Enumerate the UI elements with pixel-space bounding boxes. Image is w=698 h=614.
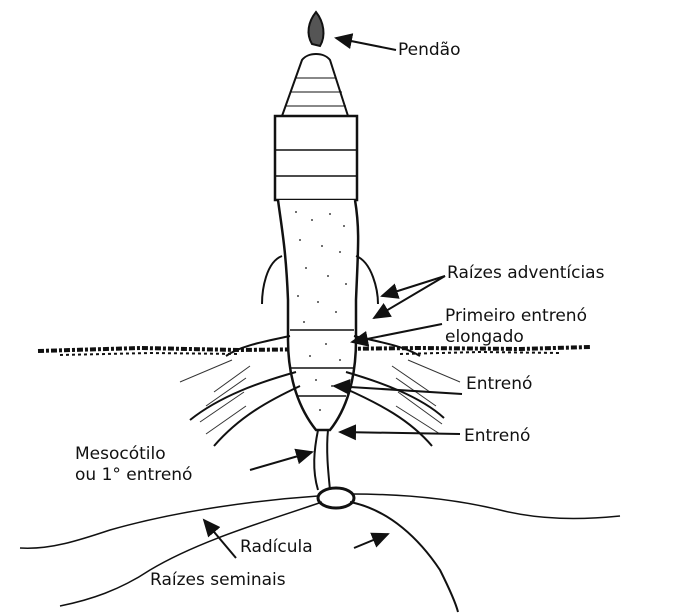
label-tassel: Pendão (398, 41, 461, 60)
label-adventitious-roots: Raízes adventícias (447, 264, 604, 283)
mesocotyl (314, 430, 330, 490)
tassel-shape (282, 12, 348, 116)
label-internode-2: Entrenó (464, 427, 530, 446)
label-mesocotyl-line2: ou 1° entrenó (75, 466, 192, 485)
label-seminal-roots: Raízes seminais (150, 571, 286, 590)
label-internode-1: Entrenó (466, 375, 532, 394)
stalk (275, 116, 358, 430)
label-radicle: Radícula (240, 538, 313, 557)
seed-and-roots (20, 488, 620, 612)
label-first-internode-line2: elongado (445, 328, 524, 347)
label-mesocotyl-line1: Mesocótilo (75, 445, 166, 464)
label-first-internode-line1: Primeiro entrenó (445, 307, 587, 326)
